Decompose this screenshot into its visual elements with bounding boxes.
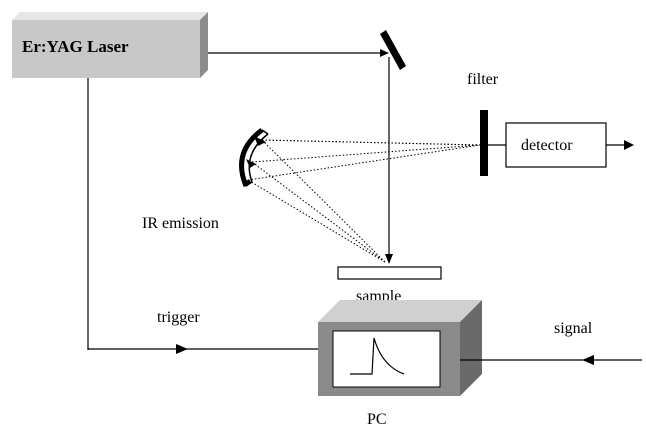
detector-output-arrowhead — [624, 140, 634, 150]
detector-box — [505, 122, 607, 168]
signal-arrowhead — [582, 355, 594, 365]
signal-label: signal — [554, 320, 593, 337]
pc-label: PC — [367, 411, 387, 428]
beam-arrowhead — [380, 49, 389, 57]
laser-box-top — [12, 12, 208, 20]
sample-beam-arrowhead — [385, 254, 393, 264]
pc-top — [318, 300, 482, 322]
laser-box-side — [200, 12, 208, 78]
sample-plate — [337, 266, 442, 280]
curved-mirror — [239, 127, 269, 187]
ir-emission-rays — [242, 136, 481, 263]
filter-label: filter — [467, 71, 499, 88]
laser-box: Er:YAG Laser — [12, 12, 208, 78]
laser-box-front — [12, 20, 200, 78]
decay-signal-trace — [350, 337, 405, 375]
detector-label: detector — [521, 137, 573, 154]
trigger-arrowhead — [176, 344, 188, 354]
ir-emission-label: IR emission — [142, 215, 219, 232]
pc-side — [460, 300, 482, 396]
filter — [480, 110, 488, 176]
laser-label: Er:YAG Laser — [22, 37, 129, 56]
folding-mirror — [380, 30, 406, 70]
trigger-label: trigger — [157, 309, 200, 326]
pc-screen — [332, 330, 441, 388]
pc-box — [318, 300, 482, 396]
